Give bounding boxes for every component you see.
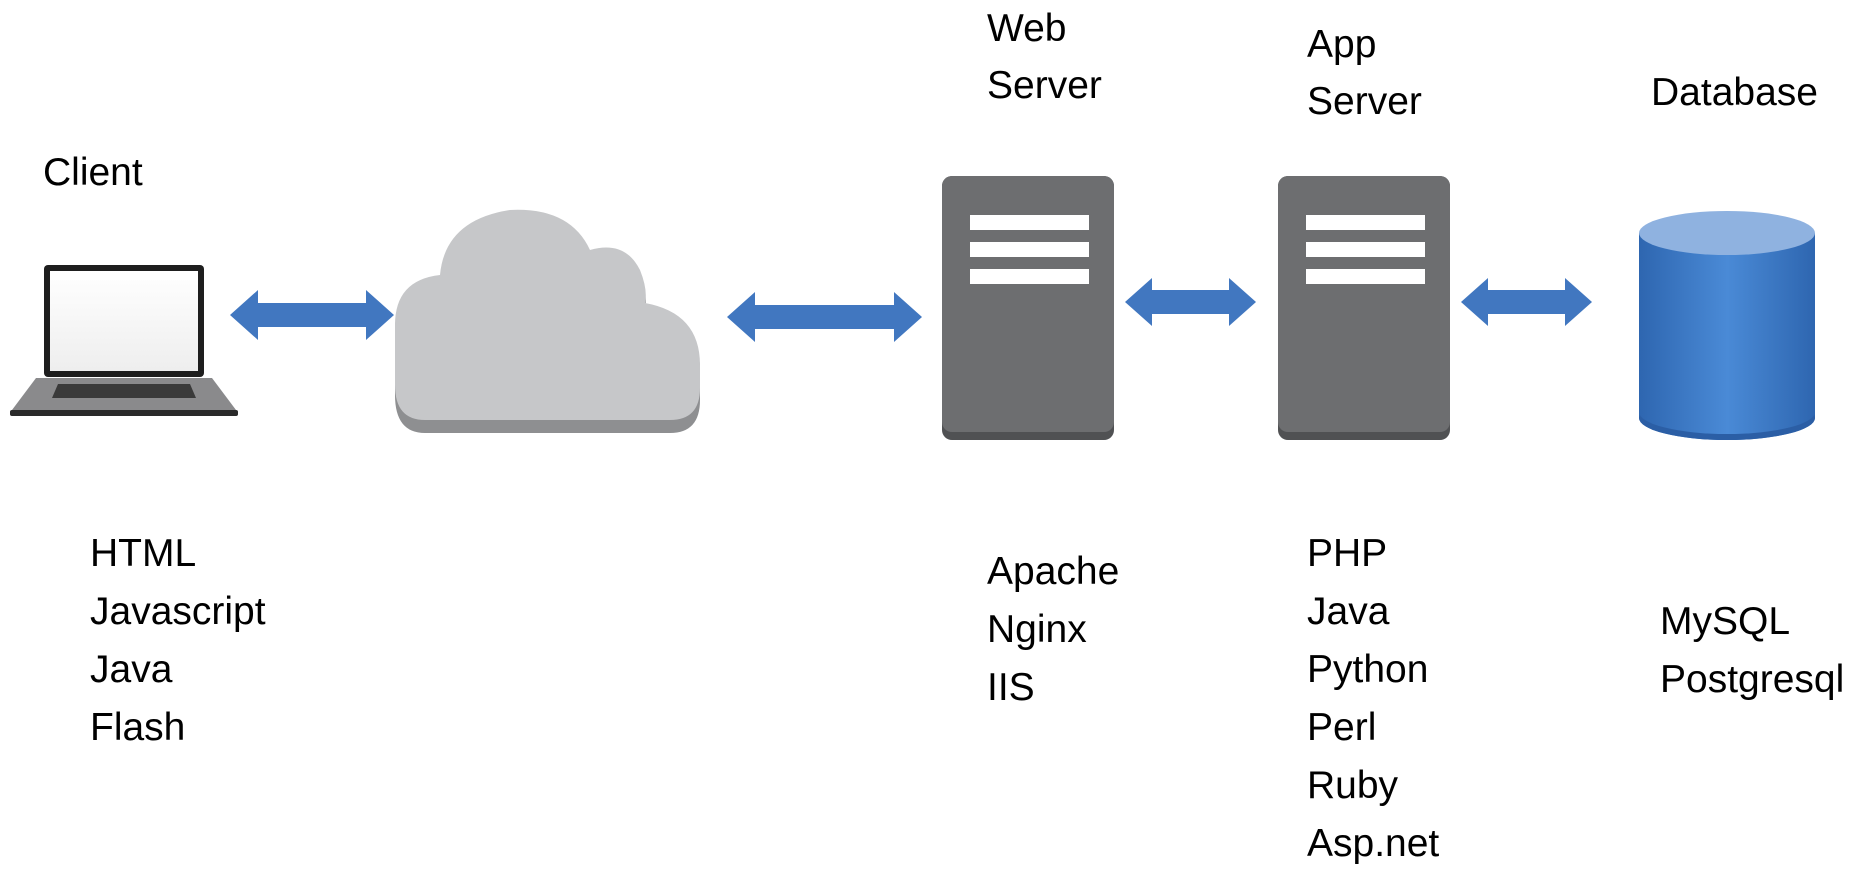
double-arrow-icon	[1461, 278, 1592, 326]
list-item: Python	[1307, 648, 1429, 691]
double-arrow-icon	[1125, 278, 1256, 326]
list-item: Nginx	[987, 608, 1087, 651]
app-server-title-line: App	[1307, 23, 1377, 66]
app-server-title-line: Server	[1307, 80, 1422, 123]
database-title: Database	[1651, 71, 1818, 114]
web-server-title-line: Server	[987, 64, 1102, 107]
list-item: PHP	[1307, 532, 1388, 575]
cloud-icon	[395, 209, 700, 433]
list-item: Flash	[90, 706, 186, 749]
database-cylinder-icon	[1639, 211, 1815, 440]
list-item: Java	[1307, 590, 1390, 633]
web-server-tech-list: Apache Nginx IIS	[987, 543, 1119, 717]
list-item: Ruby	[1307, 764, 1399, 807]
list-item: IIS	[987, 666, 1035, 709]
double-arrow-icon	[727, 292, 922, 342]
double-arrow-icon	[230, 290, 394, 340]
list-item: Perl	[1307, 706, 1377, 749]
app-server-title: App Server	[1307, 16, 1422, 130]
list-item: Postgresql	[1660, 658, 1845, 701]
list-item: Javascript	[90, 590, 266, 633]
list-item: Asp.net	[1307, 822, 1440, 865]
client-title: Client	[43, 151, 143, 194]
server-icon	[942, 176, 1114, 440]
list-item: Apache	[987, 550, 1120, 593]
web-server-title: Web Server	[987, 0, 1102, 114]
server-icon	[1278, 176, 1450, 440]
client-tech-list: HTML Javascript Java Flash	[90, 525, 266, 757]
app-server-tech-list: PHP Java Python Perl Ruby Asp.net	[1307, 525, 1439, 873]
database-tech-list: MySQL Postgresql	[1660, 593, 1844, 709]
list-item: Java	[90, 648, 173, 691]
list-item: HTML	[90, 532, 197, 575]
list-item: MySQL	[1660, 600, 1791, 643]
web-server-title-line: Web	[987, 7, 1067, 50]
laptop-icon	[10, 265, 238, 416]
